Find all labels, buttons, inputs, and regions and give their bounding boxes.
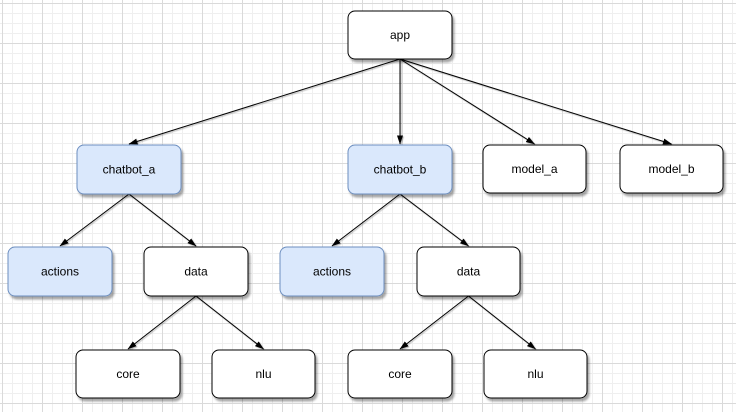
node-box-core_b[interactable]: [347, 349, 453, 399]
node-model_a[interactable]: model_a: [482, 144, 587, 194]
node-app[interactable]: app: [347, 10, 453, 60]
edge-data_b-to-nlu_b[interactable]: [468, 295, 536, 350]
node-box-nlu_b[interactable]: [483, 349, 588, 399]
edge-app-to-model_a[interactable]: [399, 58, 535, 145]
node-core_a[interactable]: core: [75, 349, 181, 399]
edges-layer: [59, 58, 672, 350]
node-data_a[interactable]: data: [143, 246, 249, 297]
node-actions_a[interactable]: actions: [7, 246, 113, 297]
node-core_b[interactable]: core: [347, 349, 453, 399]
node-box-nlu_a[interactable]: [211, 349, 316, 399]
node-box-core_a[interactable]: [75, 349, 181, 399]
edge-chatbot_a-to-actions_a[interactable]: [59, 193, 130, 247]
node-model_b[interactable]: model_b: [619, 144, 724, 194]
node-nlu_a[interactable]: nlu: [211, 349, 316, 399]
node-box-actions_b[interactable]: [279, 246, 385, 297]
node-nlu_b[interactable]: nlu: [483, 349, 588, 399]
node-box-actions_a[interactable]: [7, 246, 113, 297]
node-chatbot_a[interactable]: chatbot_a: [76, 144, 182, 195]
node-box-chatbot_a[interactable]: [76, 144, 182, 195]
node-chatbot_b[interactable]: chatbot_b: [347, 144, 453, 195]
node-box-data_a[interactable]: [143, 246, 249, 297]
edge-app-to-chatbot_a[interactable]: [128, 58, 401, 145]
edge-chatbot_b-to-data_b[interactable]: [399, 193, 469, 247]
node-box-model_b[interactable]: [619, 144, 724, 194]
edge-app-to-model_b[interactable]: [399, 58, 672, 145]
edge-chatbot_b-to-actions_b[interactable]: [331, 193, 401, 247]
node-data_b[interactable]: data: [416, 246, 521, 297]
node-box-app[interactable]: [347, 10, 453, 60]
edge-data_b-to-core_b[interactable]: [399, 295, 469, 350]
edge-chatbot_a-to-data_a[interactable]: [128, 193, 197, 247]
node-box-model_a[interactable]: [482, 144, 587, 194]
edge-data_a-to-nlu_a[interactable]: [195, 295, 264, 350]
edge-data_a-to-core_a[interactable]: [127, 295, 197, 350]
node-box-data_b[interactable]: [416, 246, 521, 297]
node-actions_b[interactable]: actions: [279, 246, 385, 297]
node-box-chatbot_b[interactable]: [347, 144, 453, 195]
